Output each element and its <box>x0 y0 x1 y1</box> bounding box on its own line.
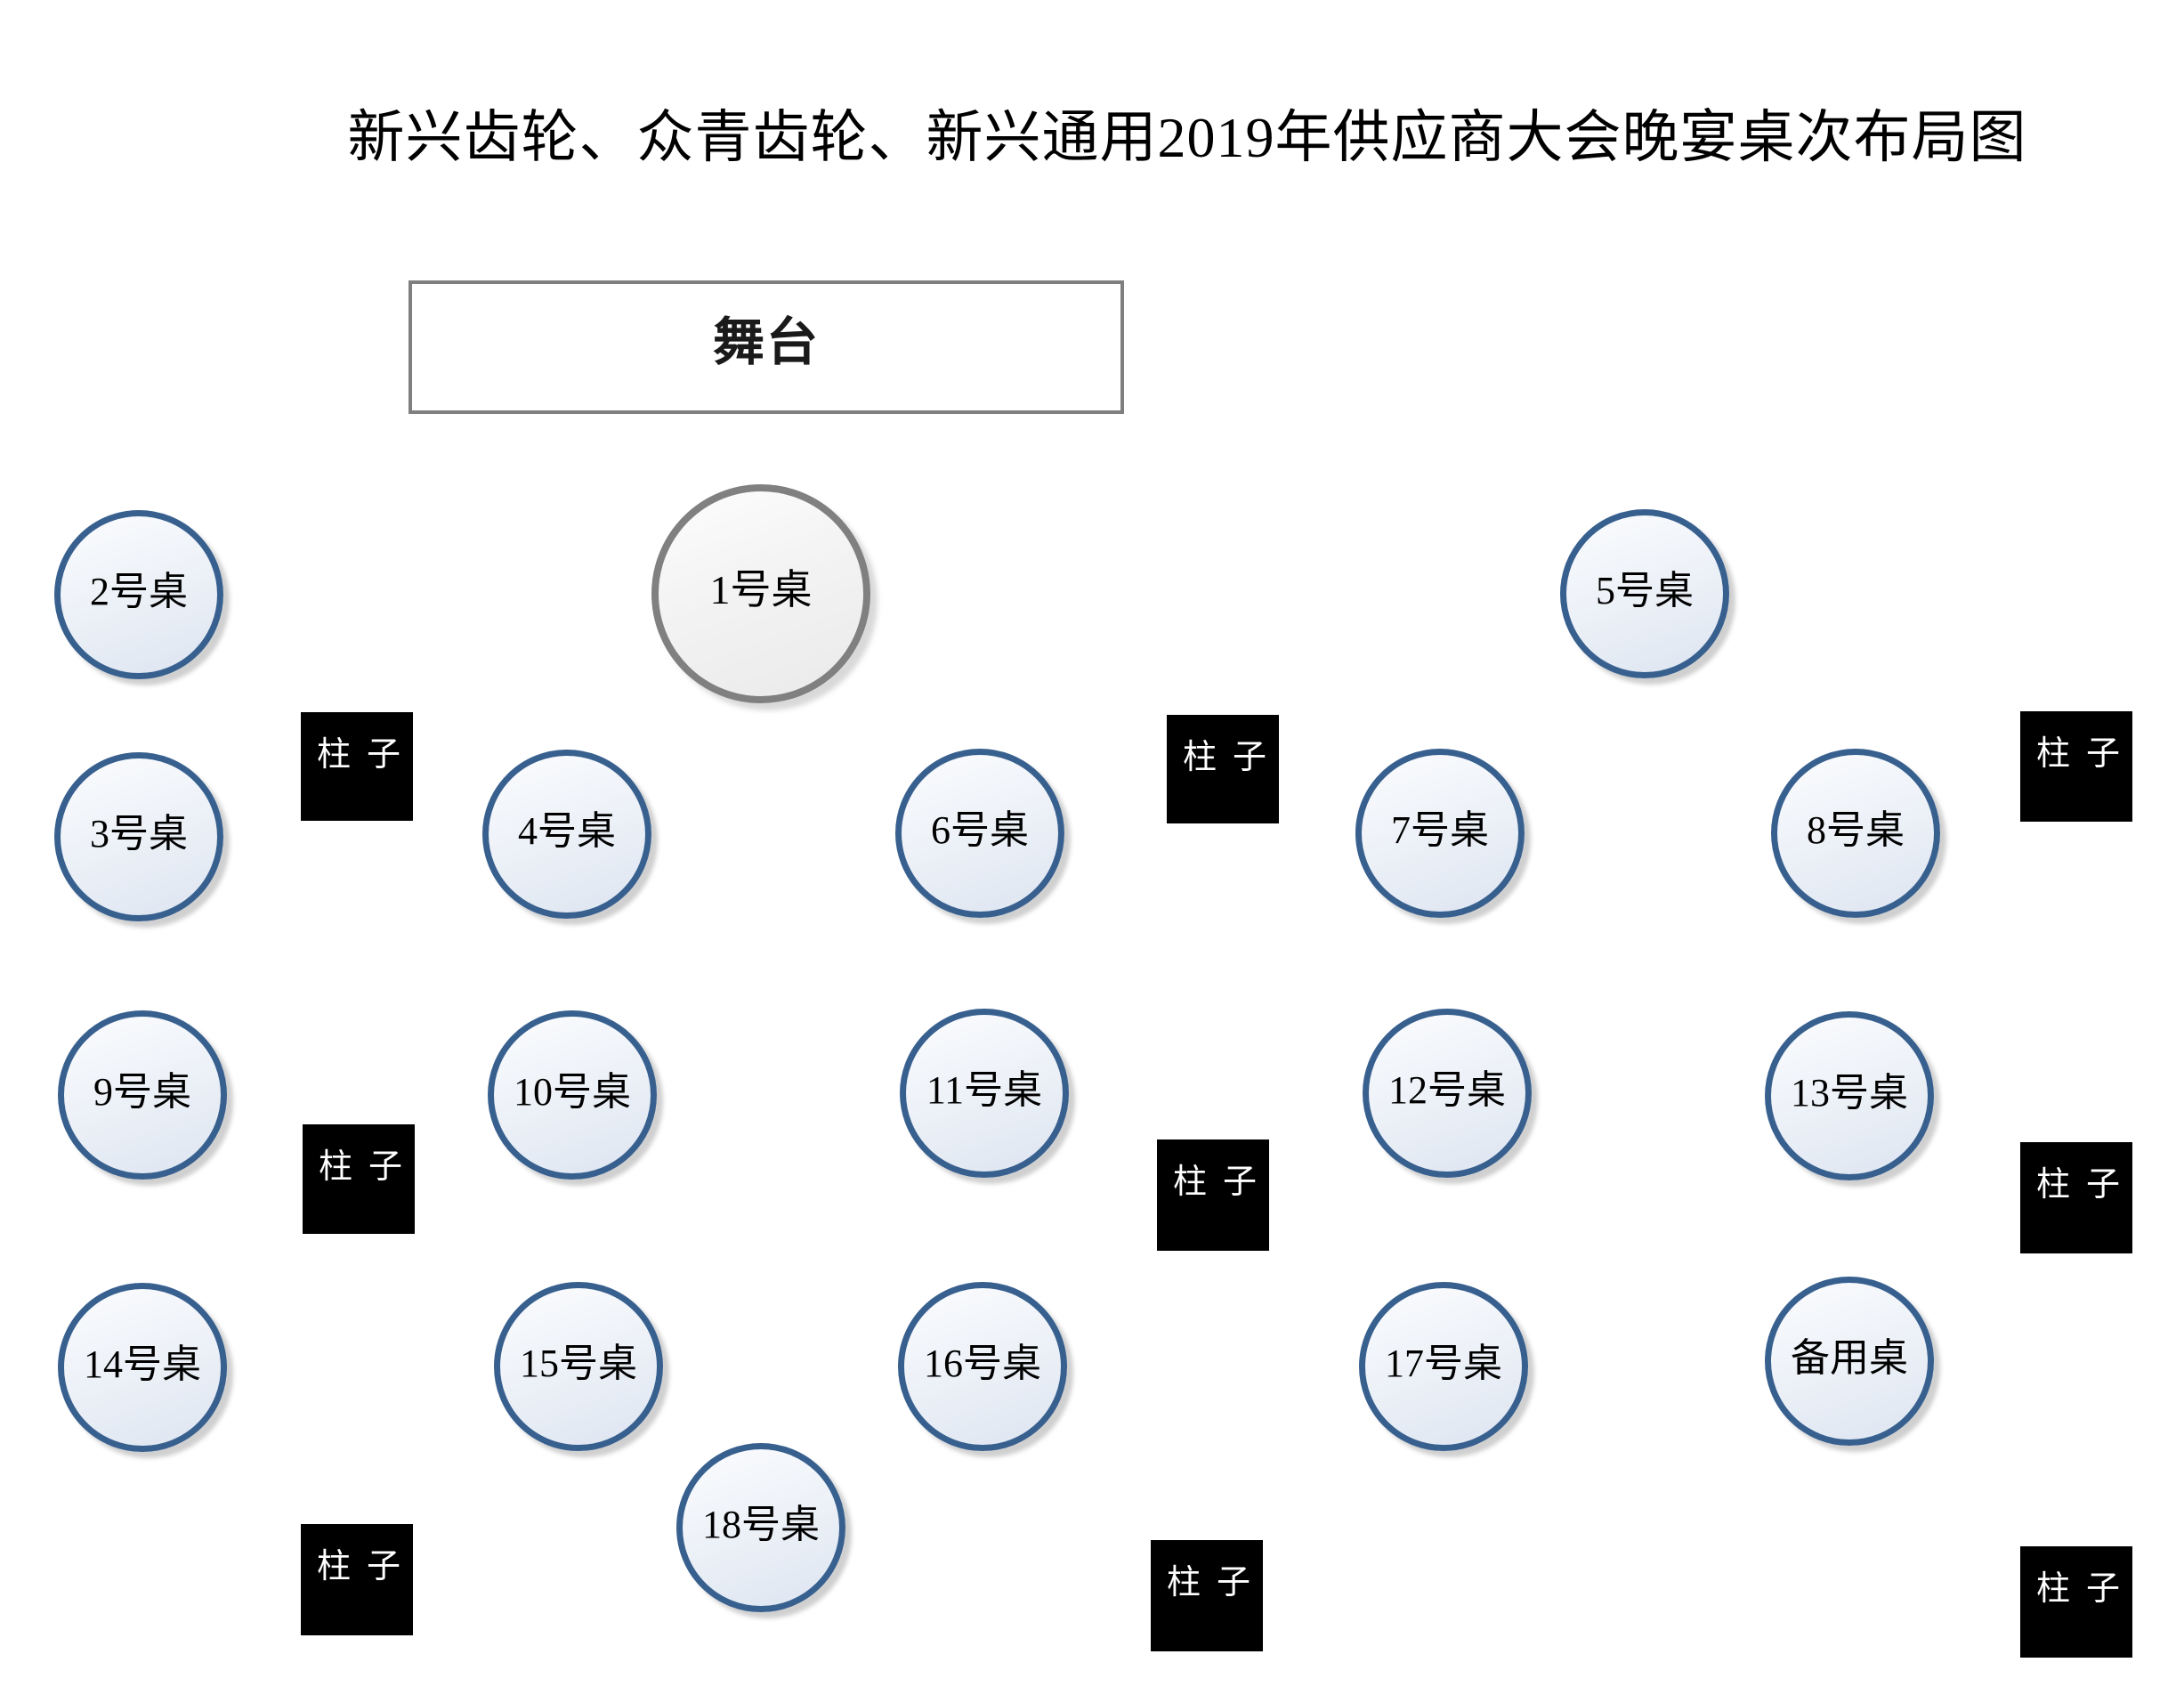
table-10: 10号桌 <box>488 1010 657 1180</box>
table-label: 4号桌 <box>518 809 616 853</box>
pillar-label: 柱子 <box>317 1548 417 1585</box>
table-13: 13号桌 <box>1765 1011 1934 1180</box>
table-label: 10号桌 <box>514 1070 631 1114</box>
table-label: 7号桌 <box>1391 808 1489 852</box>
table-18: 18号桌 <box>676 1443 845 1612</box>
table-7: 7号桌 <box>1355 749 1525 918</box>
table-label: 15号桌 <box>520 1342 637 1385</box>
table-6: 6号桌 <box>895 749 1064 918</box>
pillar-middle-left: 柱子 <box>303 1124 415 1234</box>
stage: 舞台 <box>408 280 1124 414</box>
table-label: 14号桌 <box>84 1342 201 1386</box>
pillar-bottom-middle: 柱子 <box>1151 1540 1263 1651</box>
table-16: 16号桌 <box>898 1282 1067 1451</box>
table-4: 4号桌 <box>482 750 651 919</box>
pillar-label: 柱子 <box>2036 1570 2137 1608</box>
table-label: 11号桌 <box>926 1068 1043 1112</box>
pillar-label: 柱子 <box>1167 1564 1267 1602</box>
table-label: 13号桌 <box>1791 1071 1908 1115</box>
table-label: 3号桌 <box>90 812 188 856</box>
pillar-bottom-left: 柱子 <box>301 1524 413 1635</box>
pillar-label: 柱子 <box>319 1148 419 1186</box>
pillar-label: 柱子 <box>317 736 417 774</box>
table-label: 17号桌 <box>1385 1342 1502 1385</box>
pillar-label: 柱子 <box>1183 739 1283 776</box>
table-1: 1号桌 <box>651 484 870 703</box>
table-label: 16号桌 <box>924 1342 1041 1385</box>
pillar-label: 柱子 <box>2036 1166 2137 1204</box>
table-label: 备用桌 <box>1791 1336 1908 1380</box>
table-2: 2号桌 <box>54 510 223 679</box>
table-14: 14号桌 <box>58 1283 227 1452</box>
table-5: 5号桌 <box>1560 509 1729 678</box>
table-15: 15号桌 <box>494 1282 663 1451</box>
table-label: 1号桌 <box>709 567 813 612</box>
table-3: 3号桌 <box>54 752 223 921</box>
table-label: 9号桌 <box>93 1070 191 1114</box>
table-8: 8号桌 <box>1771 749 1940 918</box>
table-12: 12号桌 <box>1363 1009 1532 1178</box>
pillar-top-middle: 柱子 <box>1167 715 1279 823</box>
pillar-label: 柱子 <box>2036 735 2137 773</box>
pillar-label: 柱子 <box>1173 1164 1274 1201</box>
pillar-top-left: 柱子 <box>301 712 413 821</box>
pillar-top-right: 柱子 <box>2020 711 2132 822</box>
table-label: 18号桌 <box>702 1503 820 1546</box>
table-11: 11号桌 <box>900 1009 1069 1178</box>
table-17: 17号桌 <box>1359 1282 1528 1451</box>
table-label: 12号桌 <box>1388 1068 1506 1112</box>
table-label: 2号桌 <box>90 570 188 613</box>
pillar-middle-right: 柱子 <box>2020 1142 2132 1253</box>
table-spare: 备用桌 <box>1765 1277 1934 1446</box>
table-9: 9号桌 <box>58 1010 227 1180</box>
pillar-middle-middle: 柱子 <box>1157 1139 1269 1251</box>
stage-label: 舞台 <box>712 313 820 371</box>
pillar-bottom-right: 柱子 <box>2020 1546 2132 1658</box>
table-label: 8号桌 <box>1807 808 1905 852</box>
table-label: 5号桌 <box>1596 569 1694 612</box>
page-title: 新兴齿轮、众青齿轮、新兴通用2019年供应商大会晚宴桌次布局图 <box>347 106 2027 169</box>
table-label: 6号桌 <box>931 808 1029 852</box>
